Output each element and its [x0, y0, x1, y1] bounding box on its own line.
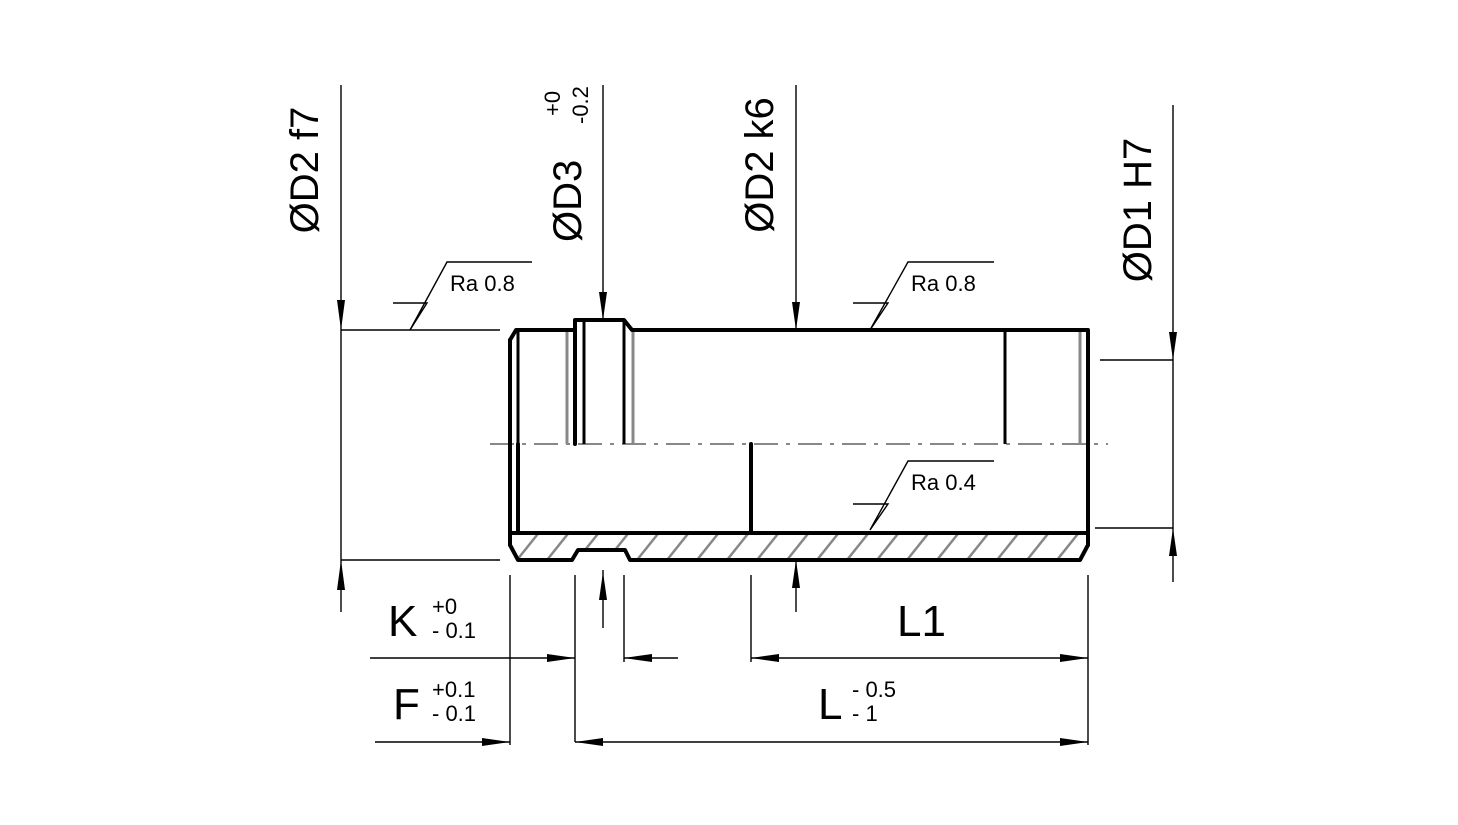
label-k-tol-upper: +0	[432, 594, 457, 619]
dimension-d1-h7: ØD1 H7	[1095, 105, 1177, 582]
label-ra-outer-right: Ra 0.8	[911, 271, 976, 296]
roughness-symbol-bore: Ra 0.4	[853, 460, 994, 531]
hatched-section	[508, 531, 1090, 562]
label-d3: ØD3	[546, 160, 590, 242]
dimension-k: K +0 - 0.1	[370, 575, 678, 742]
label-f-tol-upper: +0.1	[432, 677, 475, 702]
part-outline	[508, 318, 1090, 547]
label-k: K	[388, 597, 417, 646]
label-l: L	[818, 680, 842, 729]
roughness-symbol-outer-right: Ra 0.8	[853, 261, 994, 331]
roughness-symbol-outer-left: Ra 0.8	[393, 261, 532, 331]
dimension-d2-k6: ØD2 k6	[738, 85, 800, 612]
label-f-tol-lower: - 0.1	[432, 701, 476, 726]
dimension-l: L - 0.5 - 1	[575, 677, 1088, 746]
label-l-tol-lower: - 1	[852, 701, 878, 726]
label-f: F	[393, 680, 420, 729]
label-l-tol-upper: - 0.5	[852, 677, 896, 702]
label-d3-tol-lower: -0.2	[568, 86, 593, 124]
label-ra-outer-left: Ra 0.8	[450, 271, 515, 296]
label-d3-tol-upper: +0	[540, 91, 565, 116]
label-d2-f7: ØD2 f7	[283, 107, 327, 234]
dimension-d2-f7: ØD2 f7	[283, 85, 500, 612]
label-l1: L1	[897, 597, 946, 646]
dimension-d3: ØD3 +0 -0.2	[540, 85, 607, 628]
label-d2-k6: ØD2 k6	[738, 97, 782, 233]
label-k-tol-lower: - 0.1	[432, 618, 476, 643]
label-d1-h7: ØD1 H7	[1116, 138, 1160, 283]
dimension-f: F +0.1 - 0.1	[375, 575, 511, 746]
label-ra-bore: Ra 0.4	[911, 470, 976, 495]
dimension-l1: L1	[750, 575, 1089, 745]
